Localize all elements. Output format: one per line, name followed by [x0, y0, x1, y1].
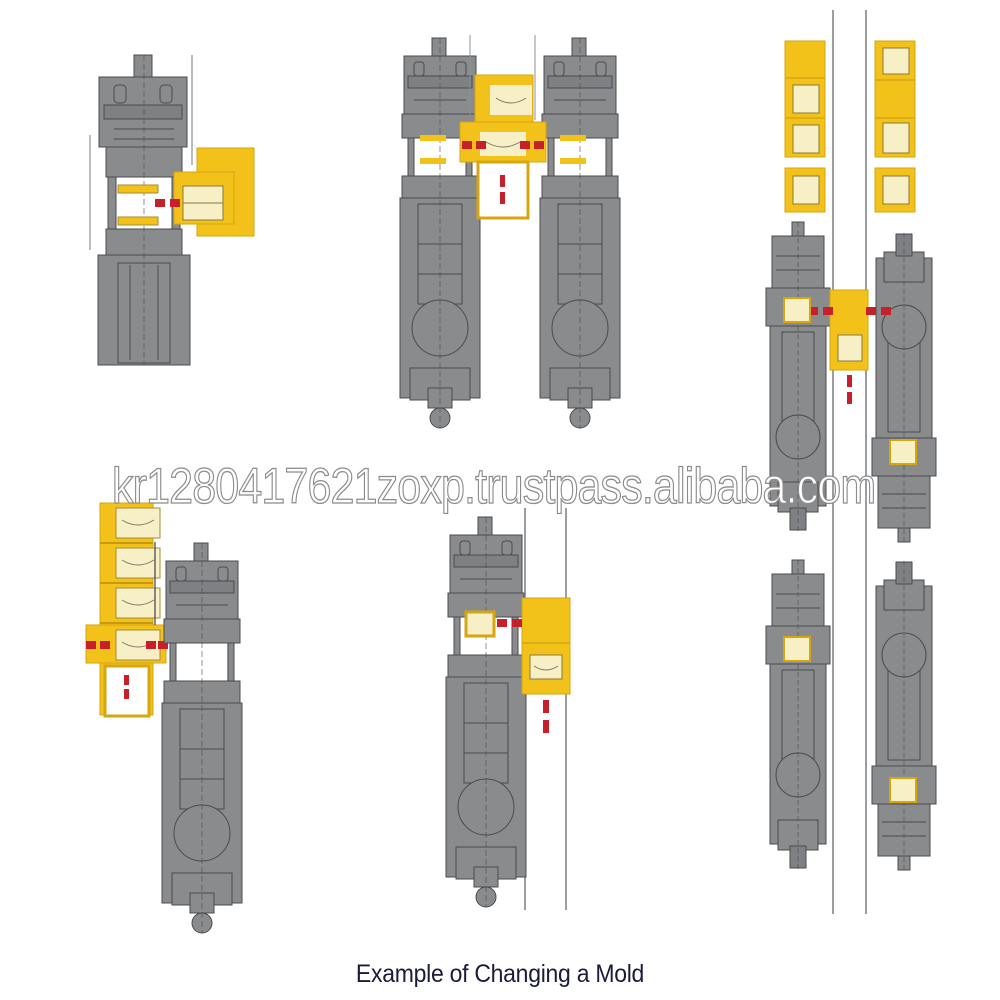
panel-1-single-press-side-carrier: [89, 54, 255, 366]
panel-3-rail-line-with-storage: [765, 10, 937, 914]
panel-5-rail-guided-carrier: [445, 508, 571, 910]
panel-4-stacked-mold-storage: [85, 502, 243, 934]
panel-2-twin-press-central-carrier: [399, 35, 621, 429]
figure-caption: Example of Changing a Mold: [355, 960, 645, 988]
